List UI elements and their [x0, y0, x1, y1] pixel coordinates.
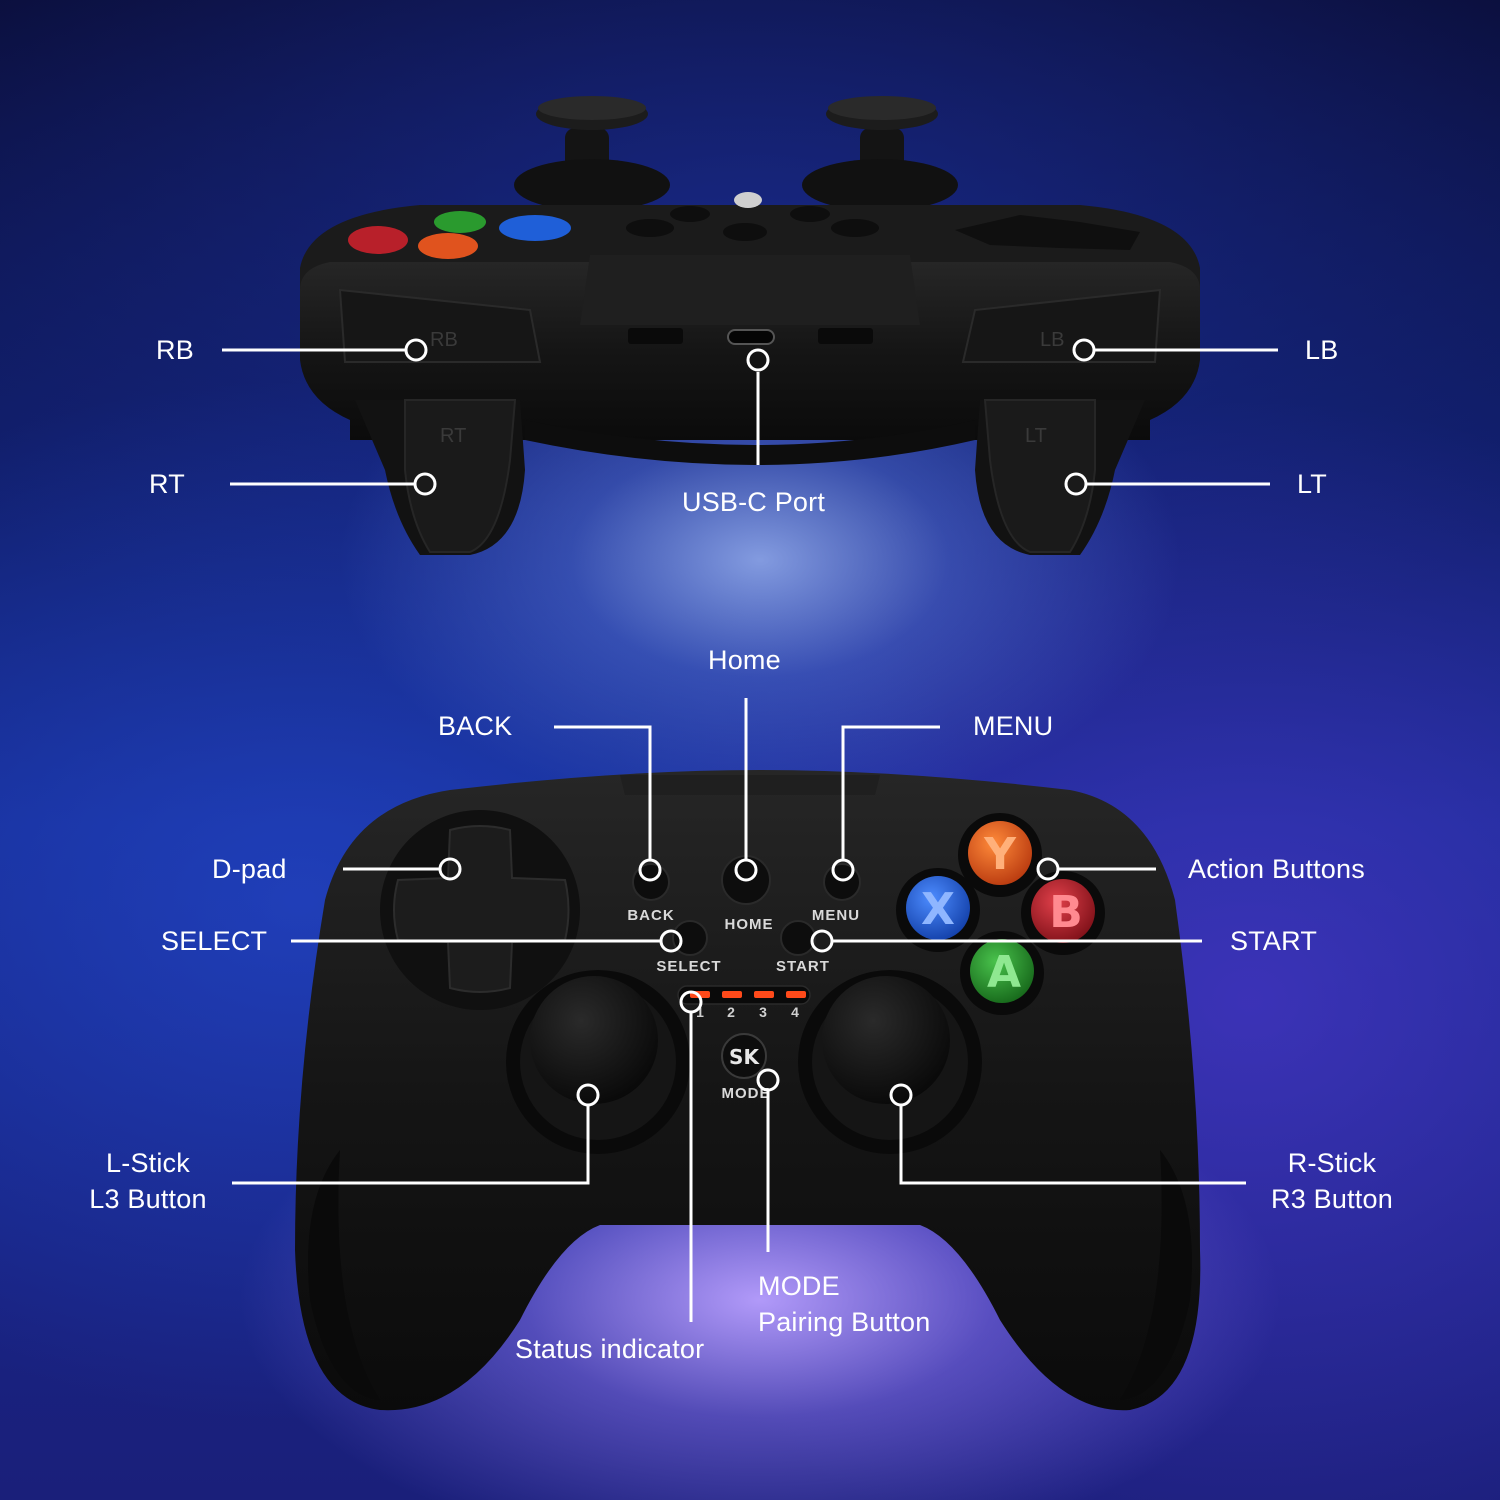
sk-logo: SK	[729, 1045, 760, 1069]
led-4	[786, 991, 806, 998]
r-stick-leader-line	[899, 1105, 1246, 1185]
menu-silkscreen: MENU	[812, 907, 860, 924]
usb-pointer	[746, 348, 770, 372]
right-stick[interactable]	[798, 970, 982, 1154]
rb-mark: RB	[430, 329, 458, 351]
x-button[interactable]: X	[906, 876, 970, 940]
rt-label: RT	[149, 469, 185, 499]
dpad[interactable]	[380, 810, 580, 1010]
action-pointer	[1036, 857, 1060, 881]
home-label: Home	[708, 645, 781, 675]
r-stick-label: R-Stick R3 Button	[1262, 1145, 1402, 1217]
usb-c-port-label: USB-C Port	[682, 487, 826, 517]
led-3	[754, 991, 774, 998]
top-callouts	[222, 338, 1278, 496]
mode-button[interactable]	[721, 1033, 767, 1079]
start-label: START	[1230, 926, 1318, 956]
a-button[interactable]: A	[970, 939, 1034, 1003]
rt-pointer	[413, 472, 437, 496]
select-silkscreen: SELECT	[656, 958, 721, 975]
player-number-3: 3	[759, 1004, 767, 1020]
mode-label: MODE Pairing Button	[758, 1268, 930, 1340]
lb-label: LB	[1305, 335, 1339, 365]
svg-text:B: B	[1049, 887, 1083, 938]
menu-label: MENU	[973, 711, 1054, 741]
mode-pointer	[756, 1068, 780, 1092]
svg-text:A: A	[987, 947, 1021, 998]
menu-leader-line	[841, 725, 940, 860]
home-pointer	[734, 858, 758, 882]
player-number-1: 1	[696, 1004, 704, 1020]
select-button[interactable]	[672, 920, 708, 956]
lt-label: LT	[1297, 469, 1327, 499]
rb-label: RB	[156, 335, 194, 365]
select-label: SELECT	[161, 926, 268, 956]
r-stick-label-line1: R-Stick	[1287, 1148, 1377, 1178]
svg-text:Y: Y	[983, 829, 1017, 880]
start-pointer	[810, 929, 834, 953]
back-label: BACK	[438, 711, 513, 741]
action-buttons-label: Action Buttons	[1188, 854, 1365, 884]
player-number-2: 2	[727, 1004, 735, 1020]
dpad-pointer	[438, 857, 462, 881]
back-pointer	[638, 858, 662, 882]
front-controller: BACK HOME MENU SELECT START 1 2 3 4 SK M…	[295, 770, 1201, 1411]
r-stick-pointer	[889, 1083, 913, 1107]
l-stick-label-line1: L-Stick	[106, 1148, 190, 1178]
home-silkscreen: HOME	[725, 916, 774, 933]
left-stick[interactable]	[506, 970, 690, 1154]
l-stick-label-line2: L3 Button	[89, 1184, 207, 1214]
l-stick-pointer	[576, 1083, 600, 1107]
status-indicator-label: Status indicator	[515, 1334, 705, 1364]
lt-mark: LT	[1025, 425, 1047, 447]
status-indicator: 1 2 3 4	[677, 985, 811, 1020]
player-number-4: 4	[791, 1004, 799, 1020]
back-silkscreen: BACK	[627, 907, 674, 924]
top-left-stick	[514, 96, 670, 211]
svg-text:X: X	[921, 884, 955, 935]
action-buttons: Y X B A	[896, 813, 1105, 1015]
start-button[interactable]	[780, 920, 816, 956]
l-stick-label: L-Stick L3 Button	[78, 1145, 218, 1217]
mode-label-line2: Pairing Button	[758, 1307, 931, 1337]
b-button[interactable]: B	[1031, 879, 1095, 943]
back-leader-line	[554, 725, 652, 860]
menu-pointer	[831, 858, 855, 882]
lb-mark: LB	[1040, 329, 1064, 351]
dpad-label: D-pad	[212, 854, 287, 884]
r-stick-label-line2: R3 Button	[1271, 1184, 1393, 1214]
back-button[interactable]	[632, 863, 670, 901]
y-button[interactable]: Y	[968, 821, 1032, 885]
mode-label-line1: MODE	[758, 1271, 840, 1301]
start-silkscreen: START	[776, 958, 830, 975]
lb-pointer	[1072, 338, 1096, 362]
rb-pointer	[404, 338, 428, 362]
front-callouts	[232, 698, 1246, 1322]
menu-button[interactable]	[823, 863, 861, 901]
l-stick-leader-line	[232, 1105, 590, 1185]
top-controller: RB LB RT LT	[300, 96, 1200, 555]
mode-silkscreen: MODE	[722, 1085, 771, 1102]
top-right-stick	[802, 96, 958, 211]
lt-pointer	[1064, 472, 1088, 496]
rt-mark: RT	[440, 425, 466, 447]
led-2	[722, 991, 742, 998]
select-pointer	[659, 929, 683, 953]
status-pointer	[679, 990, 703, 1014]
